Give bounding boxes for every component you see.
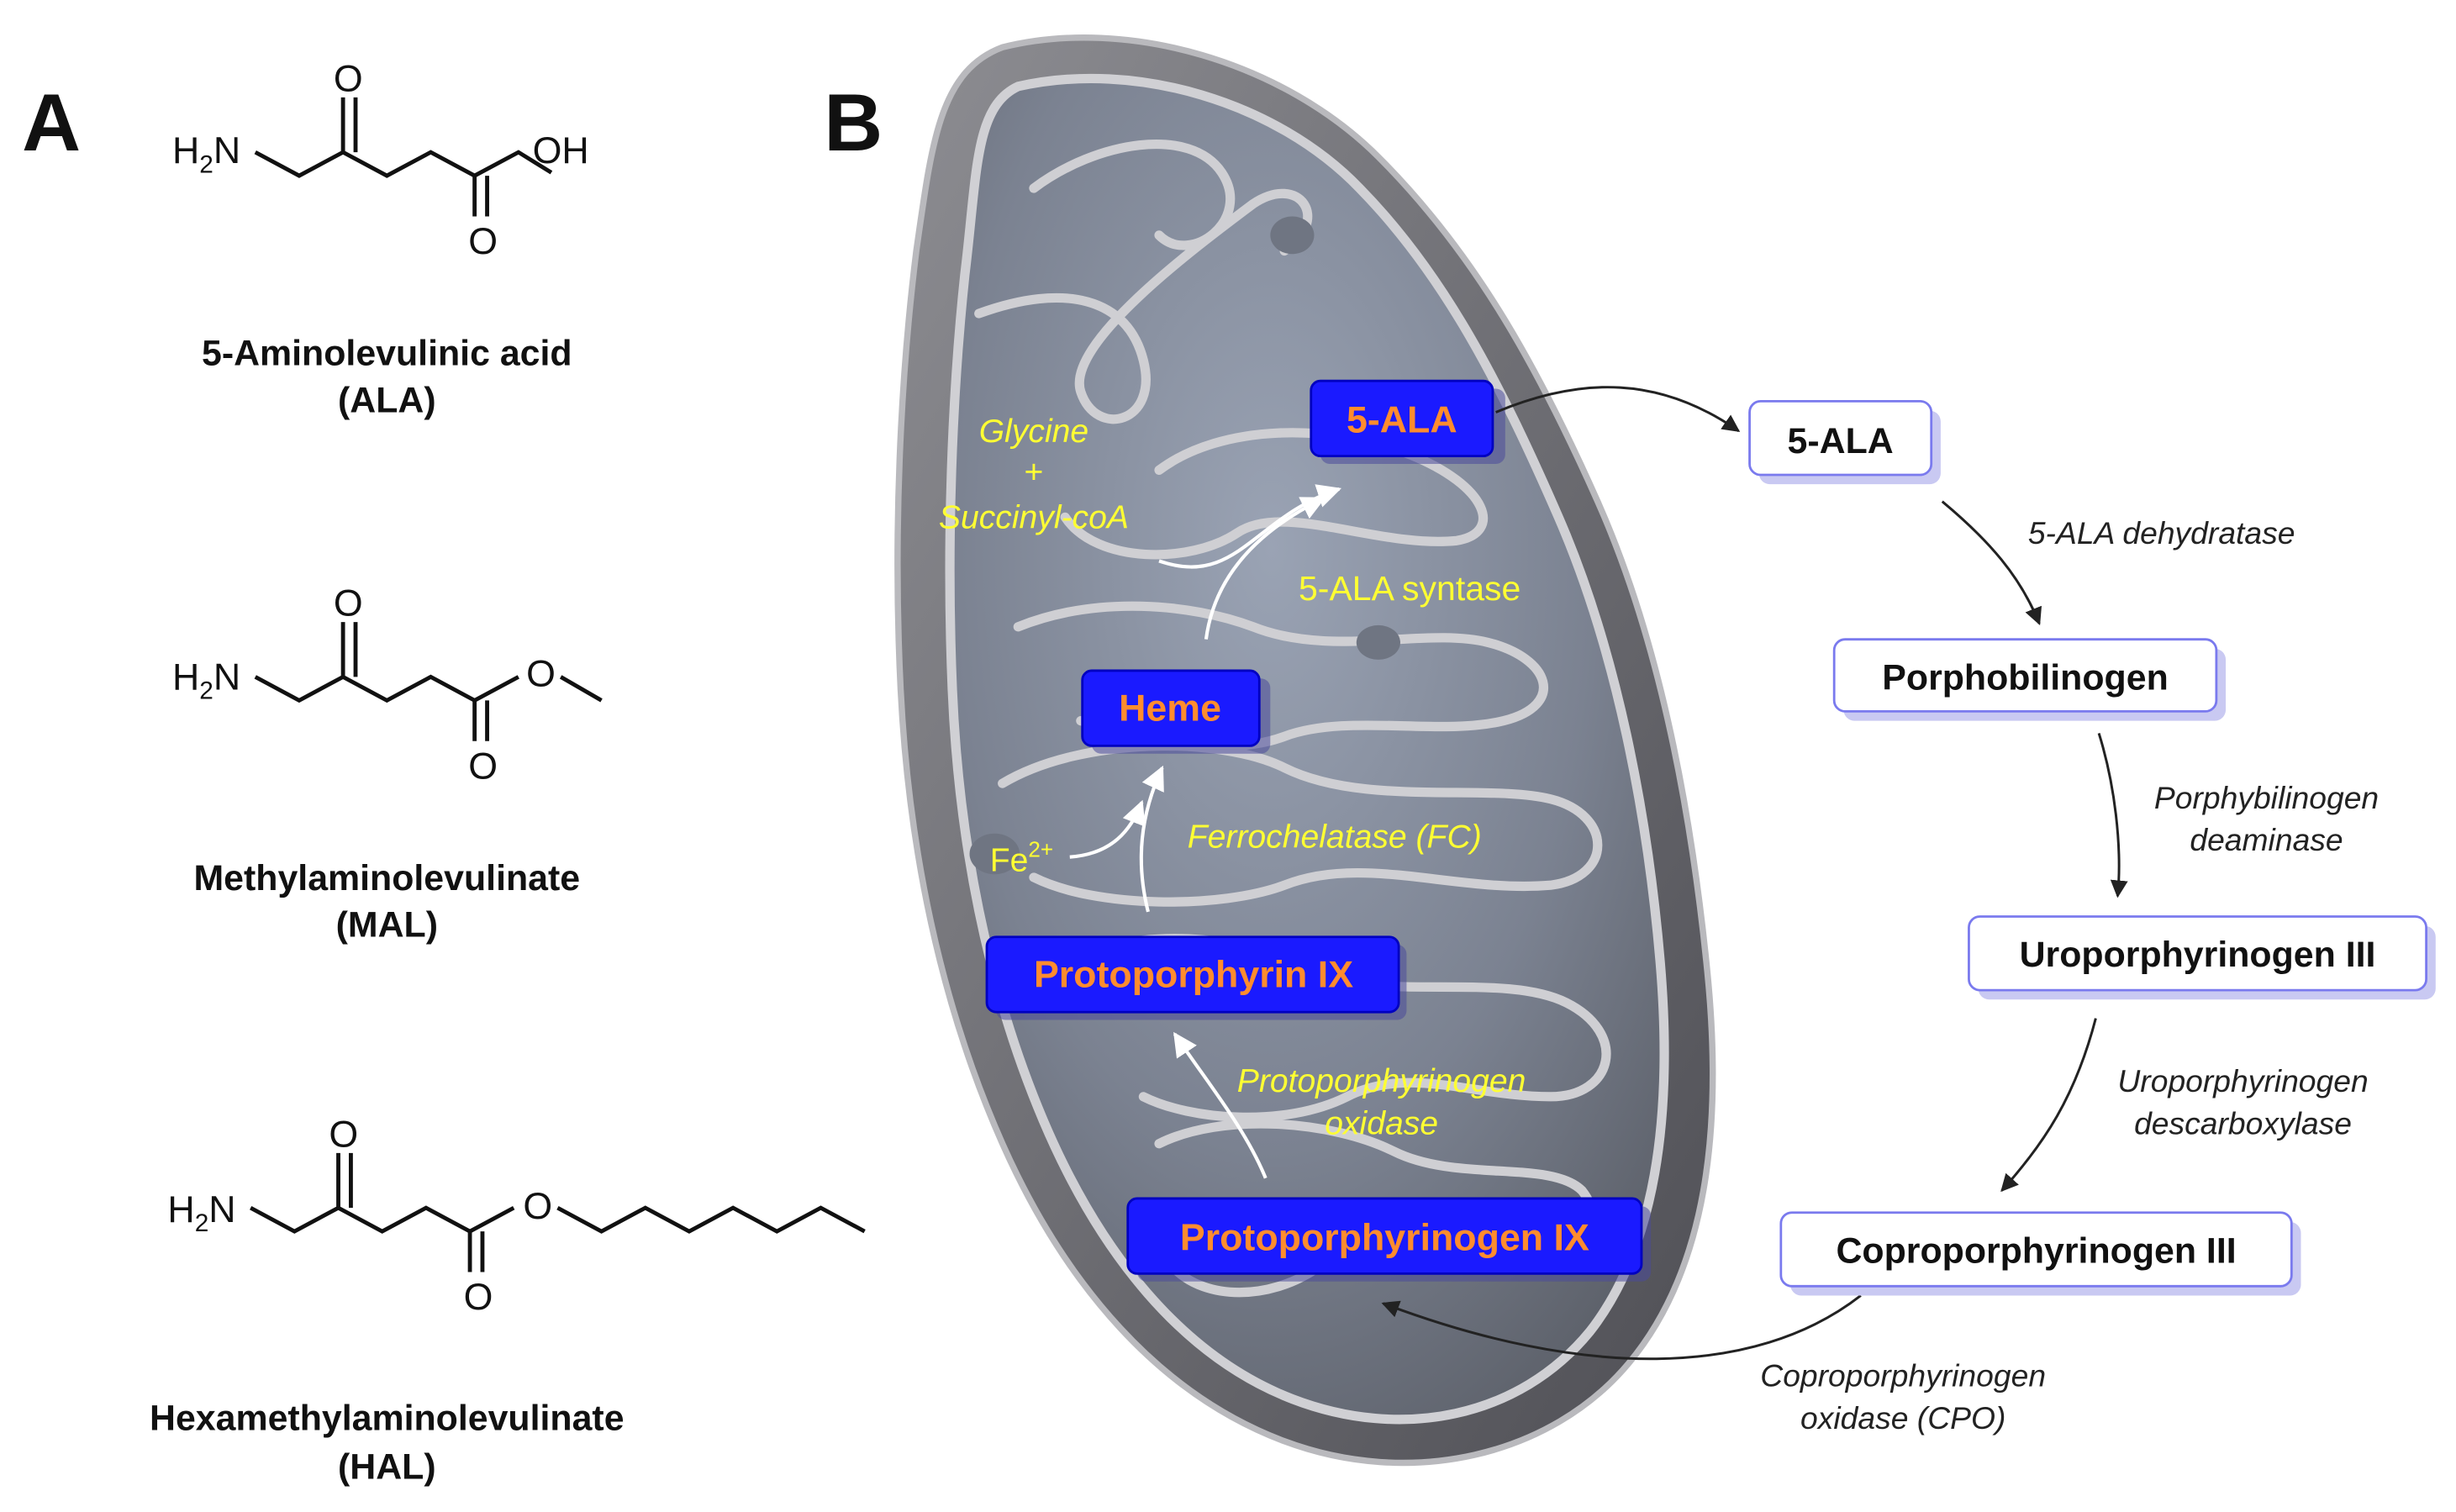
label-ppo-line1: Protoporphyrinogen	[1237, 1063, 1526, 1099]
hal-abbr: (HAL)	[338, 1447, 436, 1488]
molecule-mal-structure	[254, 622, 603, 741]
label-deaminase-line2: deaminase	[2190, 822, 2343, 857]
label-decarboxylase-line1: Uroporphyrinogen	[2117, 1063, 2368, 1098]
mal-ester-o: O	[526, 654, 556, 695]
arrow-uro-to-copro	[2000, 1018, 2097, 1193]
label-cpo-line1: Coproporphyrinogen	[1760, 1358, 2046, 1393]
label-ppo-line2: oxidase	[1325, 1106, 1438, 1142]
outer-uro-text: Uroporphyrinogen III	[2020, 935, 2376, 975]
label-fe: Fe2+	[990, 837, 1053, 879]
inner-arrows	[1069, 484, 1342, 1179]
vesicle	[1356, 624, 1400, 660]
panel-b-label: B	[824, 76, 883, 168]
label-ala-synthase: 5-ALA syntase	[1299, 569, 1521, 608]
inner-box-ppgen: Protoporphyrinogen IX	[1126, 1197, 1652, 1282]
label-deaminase-line1: Porphybilinogen	[2154, 780, 2379, 815]
vesicle	[1270, 216, 1315, 255]
arrow-pbg-to-uro	[2097, 733, 2128, 898]
hal-amine-label: H2N	[167, 1189, 235, 1237]
inner-box-ala: 5-ALA	[1310, 379, 1505, 464]
label-dehydratase: 5-ALA dehydratase	[2028, 515, 2295, 551]
hal-name: Hexamethylaminolevulinate	[150, 1399, 625, 1439]
arrow-ppgen-to-ppix	[1173, 1031, 1268, 1179]
outer-ala-text: 5-ALA	[1788, 421, 1894, 461]
inner-heme-text: Heme	[1119, 688, 1221, 730]
molecule-hal-structure	[250, 1152, 866, 1272]
panel-a-label: A	[22, 76, 81, 168]
mal-carbonyl-o: O	[468, 746, 498, 788]
ala-acid-o: O	[468, 221, 498, 262]
ala-name: 5-Aminolevulinic acid	[202, 334, 572, 374]
inner-ppgen-text: Protoporphyrinogen IX	[1180, 1217, 1589, 1258]
inner-ppix-text: Protoporphyrin IX	[1034, 954, 1353, 995]
hal-carbonyl-o: O	[464, 1277, 493, 1318]
label-cpo-line2: oxidase (CPO)	[1800, 1400, 2005, 1436]
label-succinyl: Succinyl-coA	[939, 499, 1129, 535]
outer-box-copro: Coproporphyrinogen III	[1779, 1211, 2301, 1296]
inner-ala-text: 5-ALA	[1347, 400, 1457, 441]
ala-abbr: (ALA)	[338, 380, 436, 420]
vesicle	[969, 833, 1020, 875]
outer-box-ala: 5-ALA	[1748, 400, 1941, 485]
arrow-copro-to-ppgen	[1381, 1294, 1862, 1361]
molecule-ala-structure	[254, 97, 553, 217]
outer-arrows	[1381, 386, 2128, 1361]
mal-ketone-o: O	[334, 583, 363, 624]
inner-box-ppix: Protoporphyrin IX	[985, 935, 1407, 1020]
mal-name: Methylaminolevulinate	[193, 858, 580, 898]
arrow-ppix-to-heme	[1139, 765, 1164, 913]
label-glycine: Glycine	[979, 414, 1088, 450]
outer-copro-text: Coproporphyrinogen III	[1836, 1230, 2236, 1271]
outer-box-uro: Uroporphyrinogen III	[1968, 915, 2436, 1000]
label-decarboxylase-line2: descarboxylase	[2134, 1106, 2352, 1141]
outer-pbg-text: Porphobilinogen	[1882, 657, 2168, 698]
arrow-fe-to-heme	[1069, 799, 1146, 859]
hal-ester-o: O	[523, 1186, 552, 1227]
panel-b: B	[824, 34, 2436, 1467]
mal-abbr: (MAL)	[336, 905, 438, 946]
ala-ketone-o: O	[334, 58, 363, 99]
mal-amine-label: H2N	[172, 656, 240, 704]
hal-ketone-o: O	[329, 1114, 358, 1155]
label-ferrochelatase: Ferrochelatase (FC)	[1188, 819, 1482, 856]
ala-hydroxyl-label: OH	[533, 130, 589, 171]
inner-box-heme: Heme	[1081, 669, 1271, 754]
arrow-heme-to-ala	[1204, 497, 1326, 640]
ala-amine-label: H2N	[172, 130, 240, 178]
arrow-export-ala	[1495, 386, 1741, 433]
label-plus: +	[1024, 454, 1043, 490]
panel-a: A H2N O OH O 5-Aminolevulinic acid (ALA)…	[22, 58, 866, 1488]
arrow-ala-to-pbg	[1941, 500, 2042, 625]
outer-box-pbg: Porphobilinogen	[1832, 638, 2227, 721]
